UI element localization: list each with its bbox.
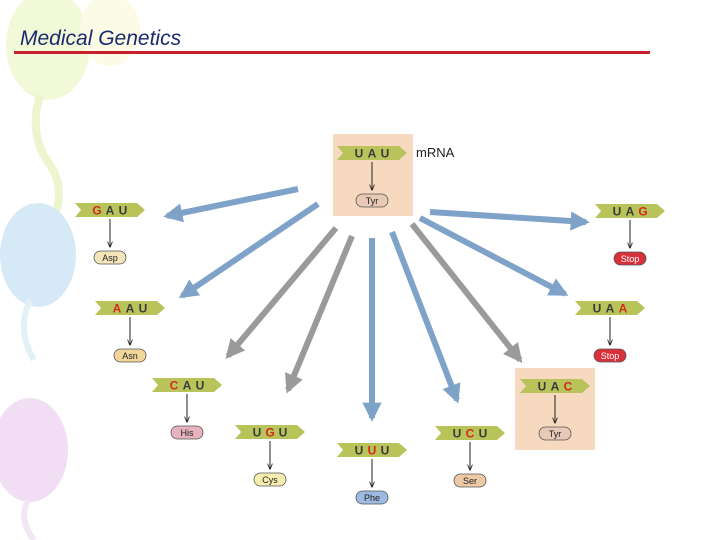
codon-base: C [466,427,475,441]
codon-base: U [593,302,602,316]
mutation-arrow [225,226,339,359]
mutation-arrow [418,215,569,297]
mutation-arrow [409,222,523,364]
codon-base: A [126,302,135,316]
amino-acid-label: Asp [102,253,118,263]
amino-acid-pill [253,472,287,487]
amino-acid-pill [355,490,389,505]
codon-base: A [626,205,635,219]
codon-base: U [253,426,262,440]
amino-acid-pill [355,193,389,208]
codon-base: A [113,302,122,316]
codon-base: U [381,147,390,161]
title-divider [14,51,650,54]
codon-base: G [265,426,274,440]
codon-arrow-shape [520,379,590,393]
codon-arrow-shape [595,204,665,218]
amino-acid-label: Phe [364,493,380,503]
codon-base: U [355,147,364,161]
amino-acid-label: Ser [463,476,477,486]
codon-base: U [196,379,205,393]
amino-acid-pill [453,473,487,488]
codon-base: A [606,302,615,316]
codon-base: G [638,205,647,219]
amino-acid-label: Cys [262,475,278,485]
codon-base: U [381,444,390,458]
codon-arrow-shape [435,426,505,440]
codon-base: U [479,427,488,441]
codon-base: U [279,426,288,440]
codon-base: U [538,380,547,394]
codon-arrow-shape [75,203,145,217]
mutation-arrow [389,230,461,404]
amino-acid-pill [538,426,572,441]
mutation-arrow [178,201,320,299]
mutation-arrow [285,234,355,394]
codon-base: U [368,444,377,458]
amino-acid-label: Stop [621,254,640,264]
codon-base: U [613,205,622,219]
codon-arrow-shape [95,301,165,315]
slide-title: Medical Genetics [20,27,182,50]
codon-base: A [106,204,115,218]
codon-arrow-shape [152,378,222,392]
codon-base: C [170,379,179,393]
amino-acid-label: Tyr [366,196,379,206]
mutation-arrow [163,186,299,223]
codon-base: A [183,379,192,393]
amino-acid-pill [113,348,147,363]
codon-base: U [453,427,462,441]
codon-base: C [564,380,573,394]
codon-arrow-shape [235,425,305,439]
amino-acid-pill [613,251,647,266]
mutation-arrow [429,209,590,231]
amino-acid-label: His [181,428,194,438]
codon-base: U [119,204,128,218]
amino-acid-pill [170,425,204,440]
codon-arrow-shape [575,301,645,315]
amino-acid-pill [593,348,627,363]
amino-acid-label: Tyr [549,429,562,439]
codon-base: A [368,147,377,161]
codon-arrow-shape [337,146,407,160]
codon-base: U [139,302,148,316]
codon-base: A [619,302,628,316]
codon-base: G [92,204,101,218]
amino-acid-pill [93,250,127,265]
amino-acid-label: Asn [122,351,138,361]
amino-acid-label: Stop [601,351,620,361]
codon-base: A [551,380,560,394]
codon-arrow-shape [337,443,407,457]
codon-base: U [355,444,364,458]
mrna-label: mRNA [416,145,455,160]
